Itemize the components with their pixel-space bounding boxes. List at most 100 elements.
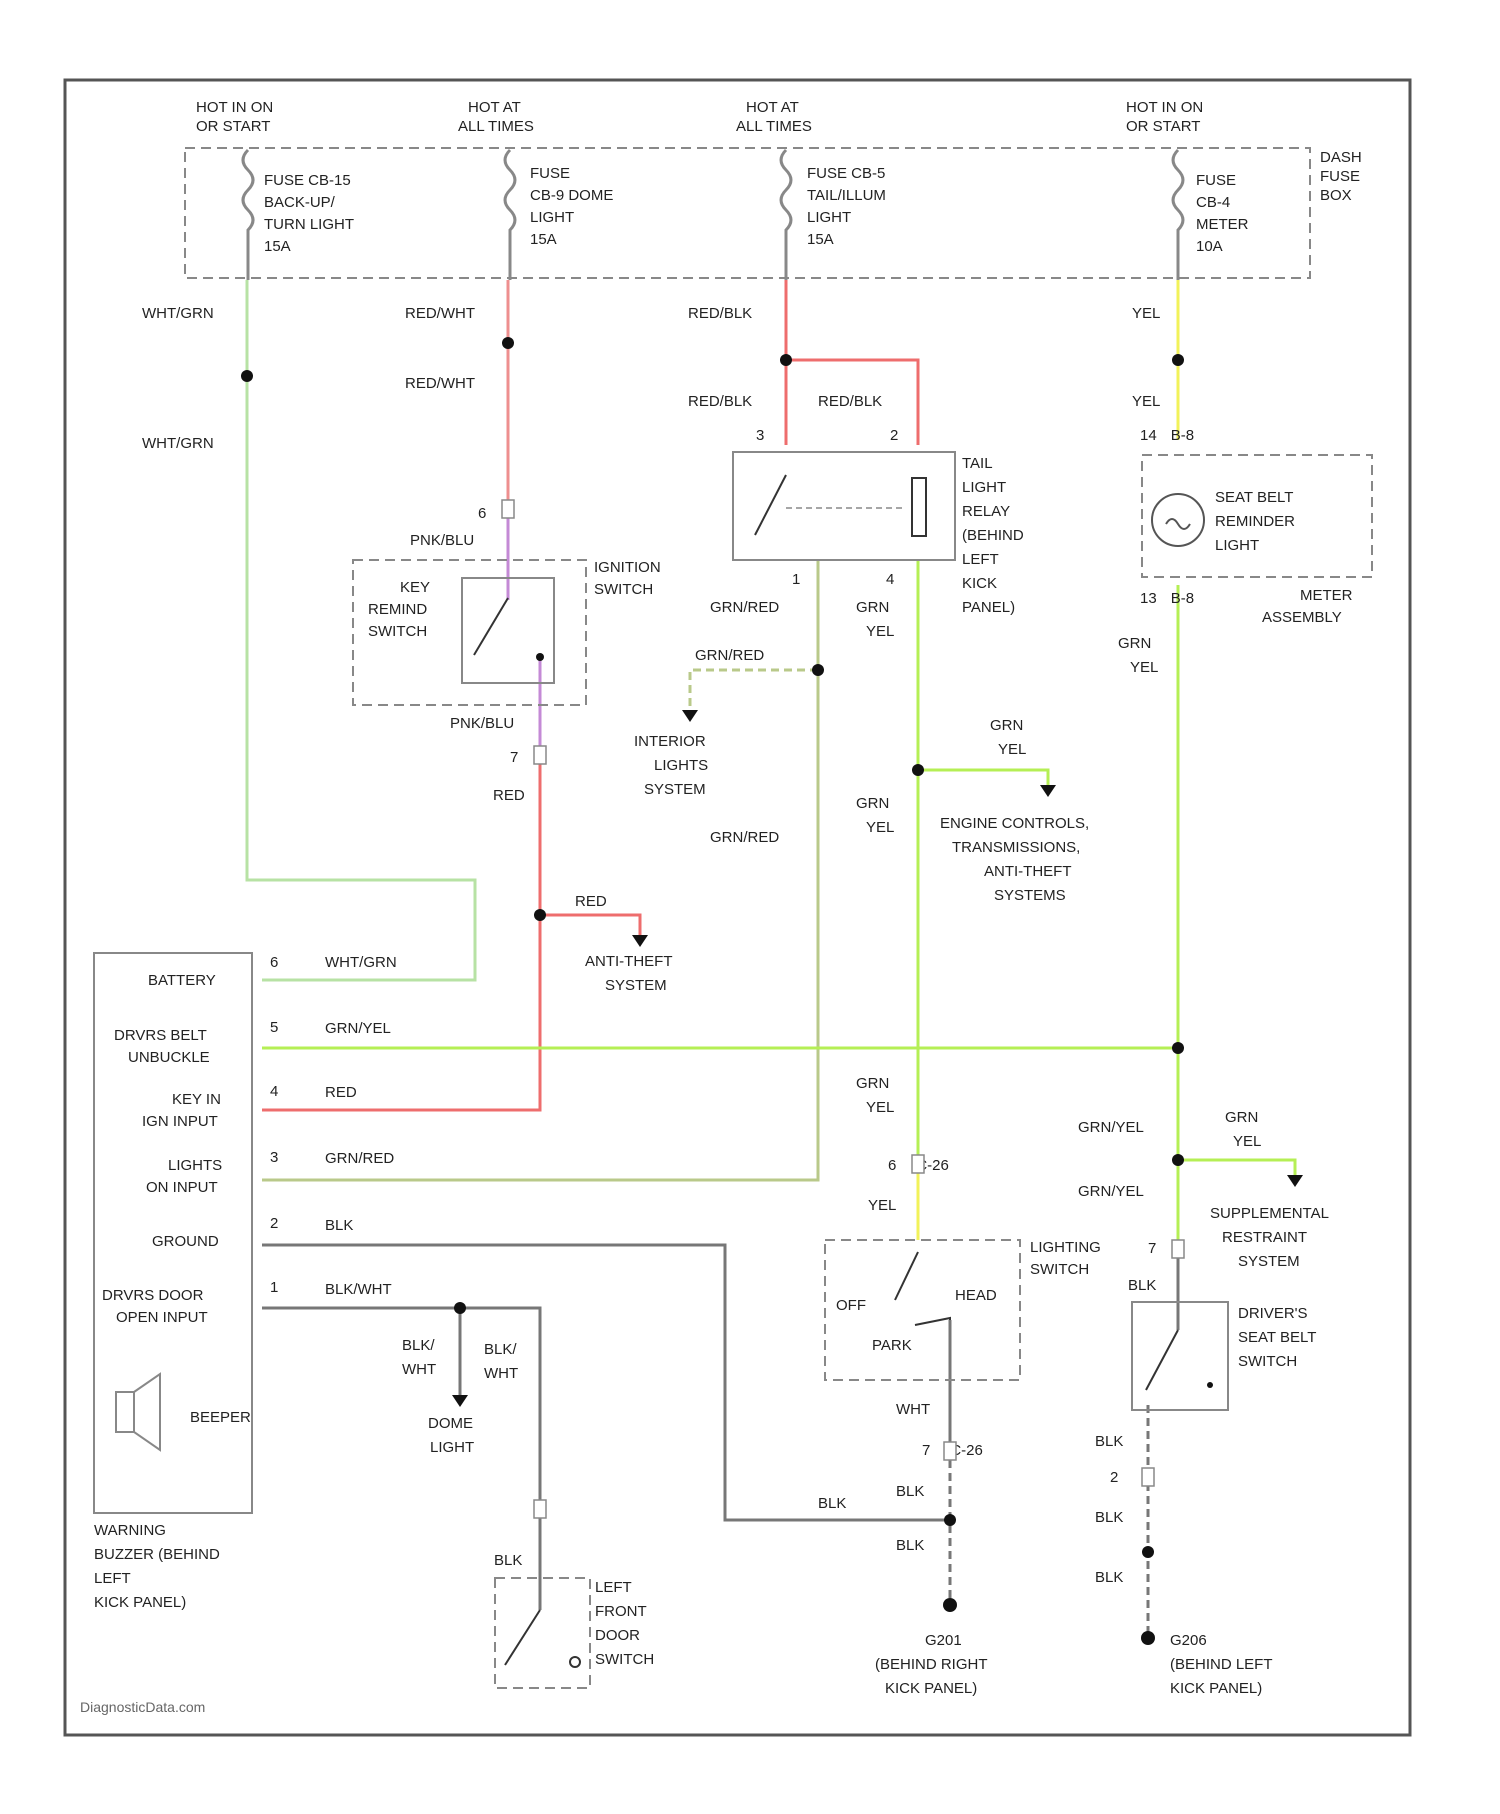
wire-label-grn-red-1: GRN/RED: [710, 599, 779, 616]
bulb-filament: [1166, 519, 1190, 529]
wire-label-grn-yel-mid: GRN/YEL: [1078, 1119, 1144, 1136]
connector-c26-top: [912, 1155, 924, 1173]
wire-label-grn-red-4: GRN/RED: [325, 1150, 394, 1167]
splice-grn-yel-srs: [1172, 1154, 1184, 1166]
ign-pin-6: 6: [478, 505, 486, 522]
dome-light-label: DOMELIGHT: [428, 1415, 474, 1456]
arrow-srs: [1287, 1175, 1303, 1187]
wire-label-red-2: RED: [575, 893, 607, 910]
wire-label-red-1: RED: [493, 787, 525, 804]
connector-ign-bot: [534, 746, 546, 764]
arrow-engine-controls: [1040, 785, 1056, 797]
relay-pin-1: 1: [792, 571, 800, 588]
connector-sbs-top: [1172, 1240, 1184, 1258]
wire-label-blk-sbs-top: BLK: [1128, 1277, 1156, 1294]
wire-label-blk-sbs-1: BLK: [1095, 1433, 1123, 1450]
wire-label-grn-yel-srs: GRNYEL: [1225, 1109, 1261, 1150]
wire-grn-yel-engine: [918, 770, 1048, 785]
meter-pin-out: 13B-8: [1140, 590, 1194, 607]
seat-belt-switch-pin: [1207, 1382, 1213, 1388]
splice-yel: [1172, 354, 1184, 366]
wire-label-pnk-blu-1: PNK/BLU: [410, 532, 474, 549]
wire-label-blk-sbs-2: BLK: [1095, 1509, 1123, 1526]
wire-label-yel-2: YEL: [1132, 393, 1160, 410]
wire-label-yel-c26: YEL: [868, 1197, 896, 1214]
relay-pin-2: 2: [890, 427, 898, 444]
sbs-pin-7: 7: [1148, 1240, 1156, 1257]
dash-fuse-box: [185, 148, 1310, 278]
buzzer-pin-drvrs-belt: DRVRS BELTUNBUCKLE: [114, 1027, 210, 1066]
wire-label-blk-g201-1: BLK: [896, 1483, 924, 1500]
beeper-icon: [116, 1392, 134, 1432]
fuse-symbol-cb15: [243, 150, 253, 280]
wire-grn-red-interior: [690, 670, 818, 710]
arrow-interior-lights: [682, 710, 698, 722]
splice-red-blk: [780, 354, 792, 366]
arrow-anti-theft: [632, 935, 648, 947]
lighting-switch-park-link: [915, 1318, 950, 1325]
wire-label-grn-yel-relay-b: GRNYEL: [856, 795, 894, 836]
fuse-symbol-cb4: [1173, 150, 1183, 280]
wire-label-grn-yel-buzzer: GRN/YEL: [325, 1020, 391, 1037]
buzzer-pin-door-num: 1: [270, 1279, 278, 1296]
wire-label-blk-ground: BLK: [325, 1217, 353, 1234]
tail-light-relay: [733, 452, 955, 560]
key-reminder-pin: [536, 653, 544, 661]
buzzer-pin-ground-num: 2: [270, 1215, 278, 1232]
splice-blk-sbs: [1142, 1546, 1154, 1558]
g206-label: G206(BEHIND LEFTKICK PANEL): [1170, 1632, 1273, 1697]
wire-label-red-wht-2: RED/WHT: [405, 375, 475, 392]
splice-red: [534, 909, 546, 921]
engine-controls-label: ENGINE CONTROLS,TRANSMISSIONS,ANTI-THEFT…: [940, 815, 1089, 904]
relay-pin-4: 4: [886, 571, 894, 588]
seat-belt-reminder-bulb: [1152, 494, 1204, 546]
wire-label-red-wht-1: RED/WHT: [405, 305, 475, 322]
wire-red: [262, 755, 540, 1110]
splice-blk-ground: [944, 1514, 956, 1526]
ground-g206: [1141, 1631, 1155, 1645]
wire-label-red-blk-2: RED/BLK: [688, 393, 752, 410]
buzzer-pin-drvrs-belt-num: 5: [270, 1019, 278, 1036]
buzzer-pin-ground: GROUND: [152, 1233, 219, 1250]
wire-label-blk-wht: BLK/WHT: [325, 1281, 392, 1298]
wire-label-blk-sbs-3: BLK: [1095, 1569, 1123, 1586]
door-switch-outline: [495, 1578, 590, 1688]
g201-label: G201(BEHIND RIGHTKICK PANEL): [875, 1632, 988, 1697]
switch-pos-off: OFF: [836, 1297, 866, 1314]
wire-grn-yel-srs: [1178, 1160, 1295, 1175]
seat-belt-light-label: SEAT BELTREMINDERLIGHT: [1215, 489, 1295, 554]
diagram-frame: [65, 80, 1410, 1735]
wire-label-red-blk-1: RED/BLK: [688, 305, 752, 322]
buzzer-pin-key-in-num: 4: [270, 1083, 278, 1100]
splice-red-wht: [502, 337, 514, 349]
seat-belt-switch-contact: [1146, 1330, 1178, 1390]
fuse-symbol-cb9: [505, 150, 515, 280]
wire-label-pnk-blu-2: PNK/BLU: [450, 715, 514, 732]
door-switch-pin: [570, 1657, 580, 1667]
arrow-dome-light: [452, 1395, 468, 1407]
tail-relay-label: TAILLIGHTRELAY(BEHINDLEFTKICKPANEL): [962, 455, 1024, 616]
splice-grn-red: [812, 664, 824, 676]
splice-wht-grn: [241, 370, 253, 382]
wire-label-grn-yel-lower: GRN/YEL: [1078, 1183, 1144, 1200]
seat-belt-switch: [1132, 1302, 1228, 1410]
wire-label-blk-wht-dome: BLK/WHT: [402, 1337, 436, 1378]
relay-contact: [755, 475, 786, 535]
buzzer-pin-lights-num: 3: [270, 1149, 278, 1166]
